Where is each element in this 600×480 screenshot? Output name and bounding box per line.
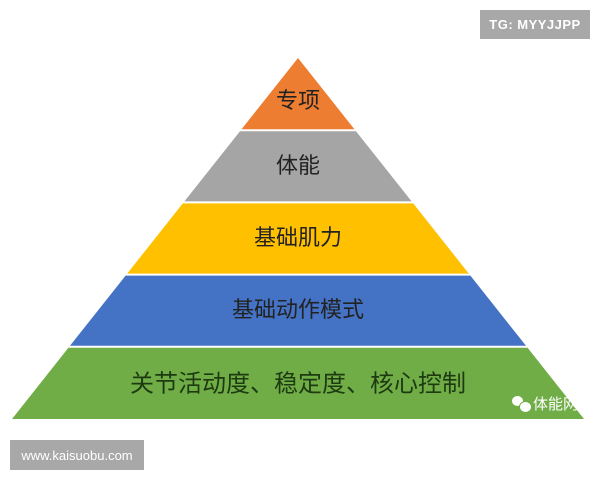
pyramid-layer-2 bbox=[184, 131, 412, 202]
pyramid-layer-label: 关节活动度、稳定度、核心控制 bbox=[130, 369, 466, 397]
wechat-label: 体能网 bbox=[533, 395, 579, 413]
pyramid-layer-label: 基础动作模式 bbox=[232, 298, 364, 323]
pyramid-layer-label: 体能 bbox=[276, 154, 320, 179]
pyramid-layer-4 bbox=[69, 275, 527, 346]
pyramid-layer-label: 基础肌力 bbox=[254, 226, 342, 251]
pyramid-layer-1 bbox=[241, 58, 355, 130]
pyramid-layer-5 bbox=[12, 347, 584, 419]
tg-watermark: TG: MYYJJPP bbox=[480, 10, 590, 39]
wechat-icon bbox=[512, 395, 532, 413]
pyramid-layer-3 bbox=[127, 203, 469, 274]
site-watermark: www.kaisuobu.com bbox=[10, 440, 144, 470]
pyramid-layer-label: 专项 bbox=[276, 89, 320, 114]
wechat-watermark: 体能网 bbox=[512, 393, 578, 414]
